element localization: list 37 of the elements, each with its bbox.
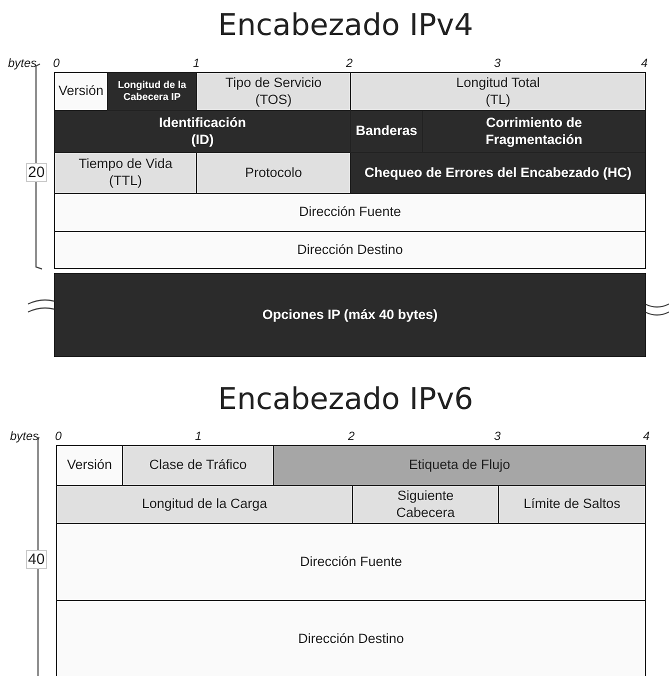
header-size-label: 20 <box>26 163 47 182</box>
byte-tick-label: 3 <box>494 429 501 443</box>
header-field: Dirección Fuente <box>56 523 646 601</box>
header-field: Dirección Destino <box>54 231 646 269</box>
header-field: Versión <box>56 445 123 486</box>
header-field: Dirección Fuente <box>54 193 646 232</box>
byte-tick-label: 0 <box>53 56 60 70</box>
header-field: Clase de Tráfico <box>122 445 274 486</box>
byte-tick-label: 1 <box>193 56 200 70</box>
header-field: Opciones IP (máx 40 bytes) <box>54 273 646 357</box>
header-field: Tipo de Servicio (TOS) <box>196 72 351 111</box>
header-field: Banderas <box>350 110 423 153</box>
section-heading: Encabezado IPv4 <box>218 8 474 43</box>
axis-unit-label: bytes <box>8 56 37 70</box>
header-field: Siguiente Cabecera <box>352 485 499 524</box>
header-field: Versión <box>54 72 108 111</box>
header-field: Chequeo de Errores del Encabezado (HC) <box>350 152 646 194</box>
header-field: Límite de Saltos <box>498 485 646 524</box>
header-field: Tiempo de Vida (TTL) <box>54 152 197 194</box>
byte-tick-label: 4 <box>643 429 650 443</box>
header-field: Dirección Destino <box>56 600 646 676</box>
section-heading: Encabezado IPv6 <box>218 382 474 417</box>
byte-tick-label: 3 <box>494 56 501 70</box>
axis-unit-label: bytes <box>10 429 39 443</box>
byte-tick-label: 4 <box>641 56 648 70</box>
header-field: Corrimiento de Fragmentación <box>422 110 646 153</box>
header-field: Etiqueta de Flujo <box>273 445 646 486</box>
header-size-label: 40 <box>26 550 47 569</box>
header-field: Identificación (ID) <box>54 110 351 153</box>
byte-tick-label: 0 <box>55 429 62 443</box>
byte-tick-label: 2 <box>346 56 353 70</box>
header-field: Protocolo <box>196 152 351 194</box>
header-field: Longitud de la Carga <box>56 485 353 524</box>
header-field: Longitud de la Cabecera IP <box>107 72 197 111</box>
header-field: Longitud Total (TL) <box>350 72 646 111</box>
byte-tick-label: 1 <box>195 429 202 443</box>
byte-tick-label: 2 <box>348 429 355 443</box>
